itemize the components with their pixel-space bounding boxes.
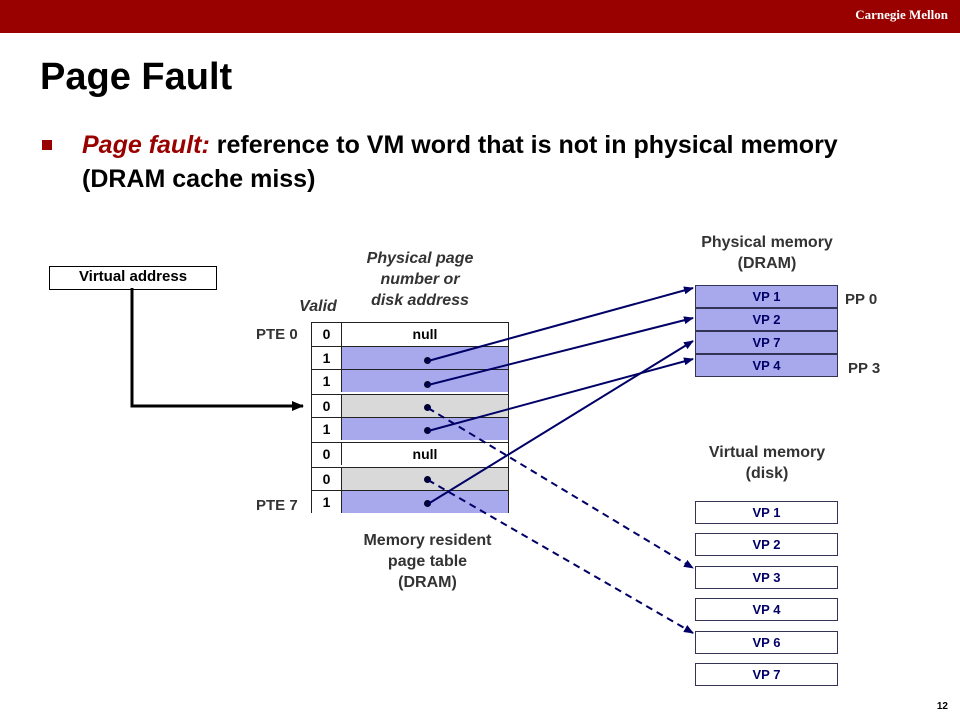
valid-bit: 0 — [312, 395, 342, 417]
pointer-dot — [424, 476, 431, 483]
bullet-marker — [42, 140, 52, 150]
virtual-address-arrow — [130, 288, 304, 411]
bullet-text: Page fault: reference to VM word that is… — [82, 128, 902, 196]
pp-last-label: PP 3 — [848, 360, 881, 377]
brand-name: Carnegie Mellon — [855, 7, 948, 22]
header-bar: Carnegie Mellon — [0, 0, 960, 33]
virtual-memory-title-line1: Virtual memory — [708, 444, 826, 461]
pte-first-label: PTE 0 — [256, 326, 298, 343]
mapping-arrow — [427, 316, 694, 386]
mapping-arrow — [427, 286, 694, 362]
page-number: 12 — [936, 701, 948, 712]
pointer-dot — [424, 381, 431, 388]
valid-bit: 1 — [312, 418, 342, 440]
valid-bit: 0 — [312, 468, 342, 490]
mapping-arrow — [427, 357, 694, 432]
bullet-definition: reference to VM word that is not in phys… — [82, 131, 838, 193]
virtual-page: VP 2 — [695, 533, 838, 556]
physical-memory-title-line1: Physical memory — [701, 234, 833, 251]
page-table-row: 1 — [312, 369, 508, 392]
disk-mapping-arrow — [427, 407, 694, 569]
page-table-caption-line1: Memory resident — [363, 532, 492, 549]
physical-page: VP 7 — [695, 331, 838, 354]
page-table-caption: Memory resident page table (DRAM) — [340, 530, 515, 593]
virtual-page: VP 6 — [695, 631, 838, 654]
ppn-header-line3: disk address — [371, 292, 469, 309]
pointer-dot — [424, 404, 431, 411]
valid-bit: 1 — [312, 347, 342, 369]
mapping-arrow — [427, 340, 694, 505]
page-table-row: 0 — [312, 394, 508, 417]
valid-header: Valid — [299, 298, 337, 315]
valid-bit: 1 — [312, 370, 342, 392]
pointer-dot — [424, 427, 431, 434]
page-table-caption-line3: (DRAM) — [398, 574, 457, 591]
valid-bit: 0 — [312, 323, 342, 346]
valid-bit: 0 — [312, 443, 342, 465]
pp-first-label: PP 0 — [845, 291, 878, 308]
pointer-dot — [424, 500, 431, 507]
ppn-header: Physical page number or disk address — [345, 248, 495, 311]
pointer-dot — [424, 357, 431, 364]
valid-bit: 1 — [312, 491, 342, 513]
virtual-memory-title-line2: (disk) — [745, 465, 789, 482]
virtual-memory-title: Virtual memory (disk) — [677, 442, 857, 484]
physical-page: VP 1 — [695, 285, 838, 308]
page-table-caption-line2: page table — [387, 553, 468, 570]
physical-page: VP 4 — [695, 354, 838, 377]
page-table-row: 0 null — [312, 442, 508, 465]
page-table-row: 1 — [312, 490, 508, 513]
ppn-header-line2: number or — [380, 271, 460, 288]
ppn-header-line1: Physical page — [366, 250, 474, 267]
physical-memory-title-line2: (DRAM) — [737, 255, 797, 272]
physical-memory-title: Physical memory (DRAM) — [677, 232, 857, 274]
virtual-address-box: Virtual address — [49, 266, 217, 290]
pte-last-label: PTE 7 — [256, 497, 298, 514]
virtual-page: VP 4 — [695, 598, 838, 621]
slide-title: Page Fault — [40, 56, 233, 98]
ppn-cell: null — [412, 446, 438, 462]
virtual-page: VP 1 — [695, 501, 838, 524]
disk-mapping-arrow — [427, 479, 694, 634]
page-table-row: 0 null — [312, 323, 508, 346]
ppn-cell: null — [412, 326, 438, 342]
bullet-term: Page fault: — [82, 131, 210, 159]
virtual-page: VP 7 — [695, 663, 838, 686]
physical-page: VP 2 — [695, 308, 838, 331]
virtual-page: VP 3 — [695, 566, 838, 589]
